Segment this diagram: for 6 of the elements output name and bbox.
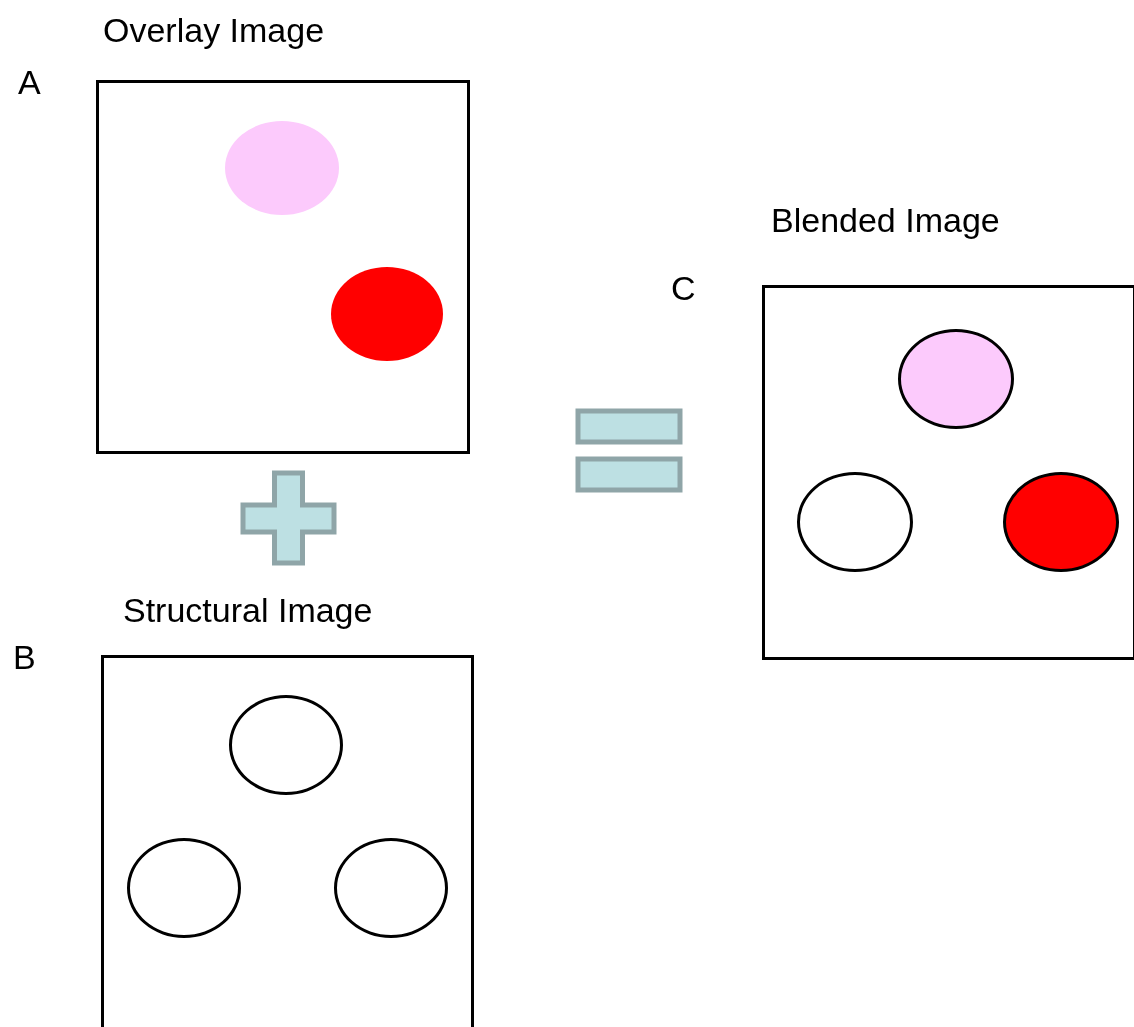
panel-letter: C bbox=[671, 271, 696, 305]
image-heading: Overlay Image bbox=[103, 13, 325, 47]
panel-letter: B bbox=[13, 640, 36, 674]
image-heading: Blended Image bbox=[771, 203, 1000, 237]
image-heading: Structural Image bbox=[123, 593, 373, 627]
panel-letter: A bbox=[18, 65, 41, 99]
